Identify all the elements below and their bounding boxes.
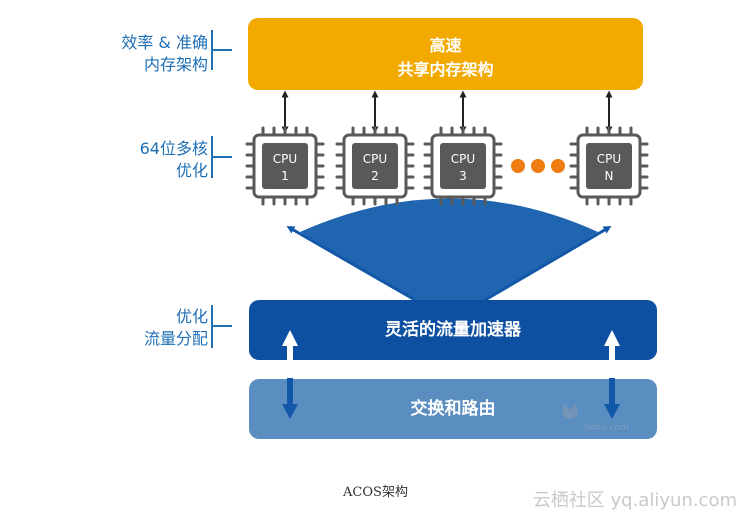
cpu-chip-2: CPU 2 [335, 126, 415, 206]
flow-accelerator-block: 灵活的流量加速器 [249, 300, 657, 360]
accelerator-label: 灵活的流量加速器 [385, 320, 521, 340]
cpu-index: 2 [371, 169, 379, 183]
label-efficiency-memory: 效率 & 准确 内存架构 [80, 32, 208, 76]
label-brackets [211, 30, 232, 348]
cpu-label: CPU [451, 152, 475, 166]
cpu-label: CPU [597, 152, 621, 166]
cpu-chip-1: CPU 1 [245, 126, 325, 206]
figure-caption: ACOS架构 [343, 485, 408, 500]
cpu-chip-N: CPU N [569, 126, 649, 206]
shared-memory-block: 高速 共享内存架构 [248, 18, 643, 90]
more-cpus-dots [511, 159, 565, 173]
sohu-logo-mark: Sohu.com [556, 400, 646, 444]
switching-routing-block: 交换和路由 [249, 379, 657, 439]
switching-label: 交换和路由 [410, 399, 496, 419]
label-64bit-cores: 64位多核 优化 [80, 138, 208, 182]
cpu-chips: CPU 1 CPU 2 CPU 3 CPU N [245, 126, 649, 206]
memory-cpu-arrows [281, 90, 613, 134]
label-cores-line2: 优化 [175, 161, 208, 180]
site-watermark: 云栖社区 yq.aliyun.com [532, 490, 737, 511]
memory-title: 高速 [429, 36, 462, 55]
distribution-fan [300, 198, 598, 300]
label-flow-line2: 流量分配 [143, 329, 208, 348]
logo-text: Sohu.com [584, 423, 629, 433]
label-cores-line1: 64位多核 [139, 139, 208, 158]
cpu-index: 3 [459, 169, 467, 183]
cpu-label: CPU [363, 152, 387, 166]
label-flow-distribution: 优化 流量分配 [80, 306, 208, 350]
label-flow-line1: 优化 [175, 307, 208, 326]
label-efficiency-line1: 效率 & 准确 [121, 33, 208, 52]
fan-arrow-left [286, 226, 416, 302]
cpu-label: CPU [273, 152, 297, 166]
cpu-chip-3: CPU 3 [423, 126, 503, 206]
cpu-index: 1 [281, 169, 289, 183]
fan-arrow-right [484, 225, 612, 302]
memory-subtitle: 共享内存架构 [397, 60, 494, 79]
label-efficiency-line2: 内存架构 [143, 55, 208, 74]
cpu-index: N [605, 169, 614, 183]
